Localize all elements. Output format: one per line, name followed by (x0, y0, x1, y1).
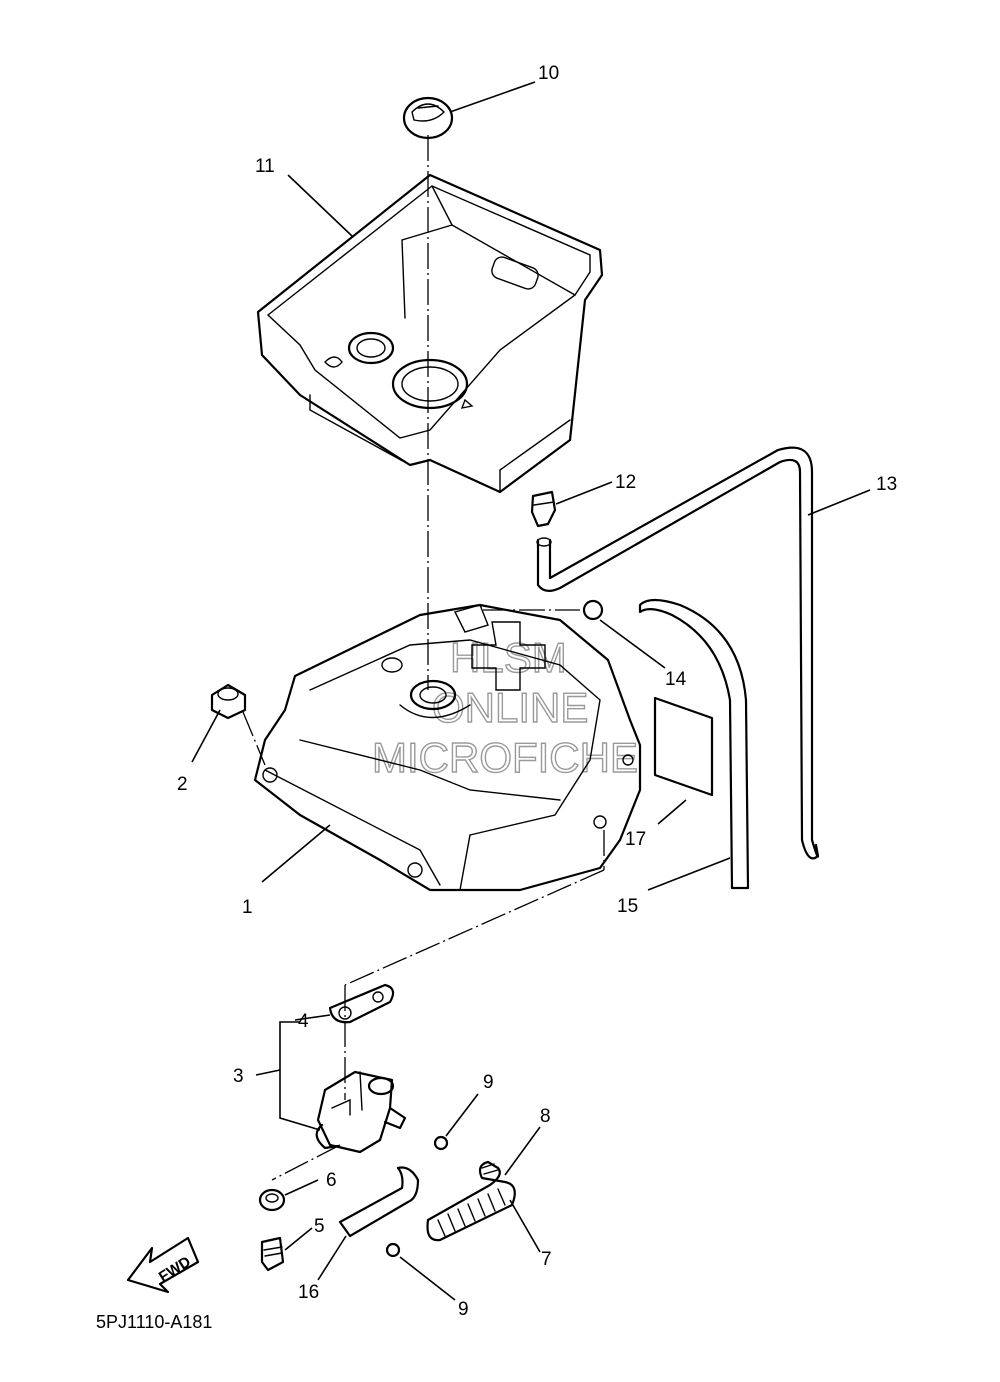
callout-11: 11 (255, 156, 275, 177)
callout-17: 17 (625, 829, 646, 850)
bolt-part (260, 1236, 285, 1272)
joint-part (530, 490, 557, 528)
fwd-arrow-icon: FWD (126, 1236, 200, 1294)
callout-12: 12 (615, 472, 636, 493)
fuel-cock-part (315, 1070, 407, 1154)
watermark-line3: MICROFICHE (372, 734, 638, 781)
callout-2: 2 (177, 774, 188, 795)
watermark-line2: ONLINE (432, 684, 588, 731)
callout-3: 3 (233, 1066, 244, 1087)
callout-15: 15 (617, 896, 638, 917)
leader-lines (191, 81, 871, 1301)
callout-9-lower: 9 (458, 1299, 469, 1320)
callout-5: 5 (314, 1216, 325, 1237)
fwd-label: FWD (156, 1253, 194, 1286)
gasket-part (328, 983, 395, 1024)
fuel-cap-part (402, 96, 454, 140)
callout-16: 16 (298, 1282, 319, 1303)
callout-1: 1 (242, 897, 253, 918)
callout-7: 7 (541, 1249, 552, 1270)
fuel-hose-part (426, 1160, 516, 1242)
watermark-line1: HLSM (450, 634, 567, 681)
vacuum-hose-part (338, 1166, 420, 1238)
callout-8: 8 (540, 1106, 551, 1127)
callout-10: 10 (538, 63, 559, 84)
hose-clip-part-upper (433, 1135, 449, 1151)
callout-labels: 10 11 12 13 14 2 17 1 15 4 3 9 8 6 5 7 1… (177, 63, 897, 1320)
diagram-code: 5PJ1110-A181 (96, 1312, 212, 1332)
watermark: HLSM ONLINE MICROFICHE (371, 633, 638, 781)
callout-6: 6 (326, 1170, 337, 1191)
drain-hose-part (638, 598, 750, 890)
hose-clip-part-lower (385, 1242, 401, 1258)
callout-4: 4 (298, 1011, 309, 1032)
breather-hose-part (536, 446, 820, 860)
fuel-tank-part (253, 603, 642, 892)
callout-9-upper: 9 (483, 1072, 494, 1093)
tank-cover-part (256, 173, 604, 494)
grommet-part (210, 683, 247, 720)
callout-13: 13 (876, 474, 897, 495)
callout-14: 14 (665, 669, 687, 690)
clip-part (582, 599, 604, 621)
label-plate-part (653, 696, 714, 797)
seal-part (258, 1188, 286, 1212)
